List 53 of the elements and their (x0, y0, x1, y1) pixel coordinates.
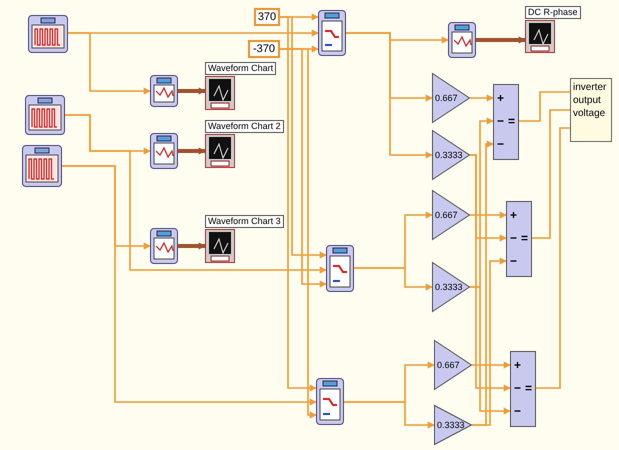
gain-block (434, 405, 472, 445)
wire (178, 242, 206, 250)
chart-label: Waveform Chart 2 (205, 120, 284, 133)
operator-sign: − (510, 255, 518, 267)
summation-block (506, 201, 532, 277)
operator-sign: = (508, 115, 515, 127)
gain-block (432, 190, 470, 240)
summation-block (493, 84, 519, 160)
wire (472, 362, 511, 368)
indicator-label: inverter output voltage (570, 78, 612, 142)
numeric-constant: -370 (248, 40, 280, 58)
wire (470, 94, 494, 102)
operator-sign: + (497, 92, 504, 104)
gain-value: 0.3333 (435, 150, 463, 160)
gain-block (432, 73, 470, 123)
wire (472, 258, 507, 426)
gain-value: 0.3333 (437, 420, 465, 430)
wire (178, 88, 206, 94)
wire (536, 127, 570, 389)
wire (178, 148, 206, 154)
chart-label: Waveform Chart (205, 62, 276, 75)
gain-value: 0.3333 (435, 282, 463, 292)
gain-block (432, 130, 470, 180)
wire (344, 401, 435, 428)
gain-value: 0.667 (435, 93, 458, 103)
wire (476, 36, 526, 44)
operator-sign: − (514, 405, 522, 417)
operator-sign: − (514, 382, 522, 394)
wire (65, 114, 327, 274)
operator-sign: = (524, 382, 532, 394)
gain-value: 0.667 (435, 210, 458, 220)
wire (68, 32, 151, 94)
operator-sign: − (497, 138, 504, 150)
gain-block (434, 340, 472, 390)
gain-block (432, 262, 470, 312)
summation-block (510, 351, 536, 427)
operator-sign: − (497, 115, 504, 127)
chart-label: Waveform Chart 3 (205, 215, 284, 228)
chart-label: DC R-phase (525, 6, 581, 19)
wire (470, 212, 507, 218)
wire (470, 154, 511, 392)
wire (519, 91, 570, 122)
wire (354, 267, 433, 290)
numeric-constant: 370 (254, 8, 280, 26)
operator-sign: + (510, 209, 518, 221)
wire (346, 32, 433, 158)
wire (532, 109, 570, 239)
wire (62, 165, 317, 406)
wire (470, 286, 511, 414)
operator-sign: = (520, 232, 528, 244)
operator-sign: − (510, 232, 518, 244)
gain-value: 0.667 (437, 360, 460, 370)
operator-sign: + (514, 359, 522, 371)
